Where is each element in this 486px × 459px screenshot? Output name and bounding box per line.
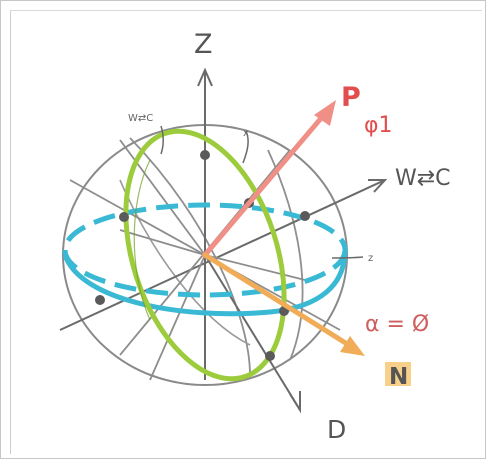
meridian-grey-2 [267,149,304,361]
x-small-label: x [243,128,249,139]
phi-label: φ1 [364,113,393,138]
green-meridian-shadow [133,159,151,321]
n-vector [202,252,355,350]
equator-blue-front [62,249,348,317]
n-label-background [385,362,411,386]
wec-axis-line [59,179,386,331]
z-axis-arrowhead [197,67,213,87]
wec-small-callout-line [160,125,164,155]
p-vector-arrowhead [314,100,336,126]
spoke-3 [119,139,206,256]
d-axis-label: D [327,415,346,444]
p-point-label: P [341,82,361,113]
alpha-label: α = Ø [365,312,429,337]
spoke-5 [119,229,206,256]
node-7 [265,351,275,361]
meridian-grey-3 [119,179,251,346]
node-4 [95,295,105,305]
x-callout-line [242,130,249,164]
d-axis-arrowhead [289,391,301,414]
node-1 [200,150,210,160]
wec-axis-arrowhead [368,179,388,193]
wec-axis-label: W⇄C [395,166,451,191]
d-axis-line [204,254,301,411]
n-point-label: N [389,364,408,390]
n-vector-arrowhead [340,336,365,356]
z-small-label: z [368,253,373,264]
z-callout-line [331,256,364,259]
figure-inner-border [10,10,482,454]
meridian-grey-1 [129,137,251,376]
z-axis-label: Z [194,29,213,60]
node-3 [300,211,310,221]
p-vector [202,107,331,258]
node-2 [119,212,129,222]
spoke-6 [204,254,306,281]
wec-small-label: W⇄C [128,113,153,124]
spoke-4 [149,254,206,381]
green-meridian-circle [123,128,287,382]
